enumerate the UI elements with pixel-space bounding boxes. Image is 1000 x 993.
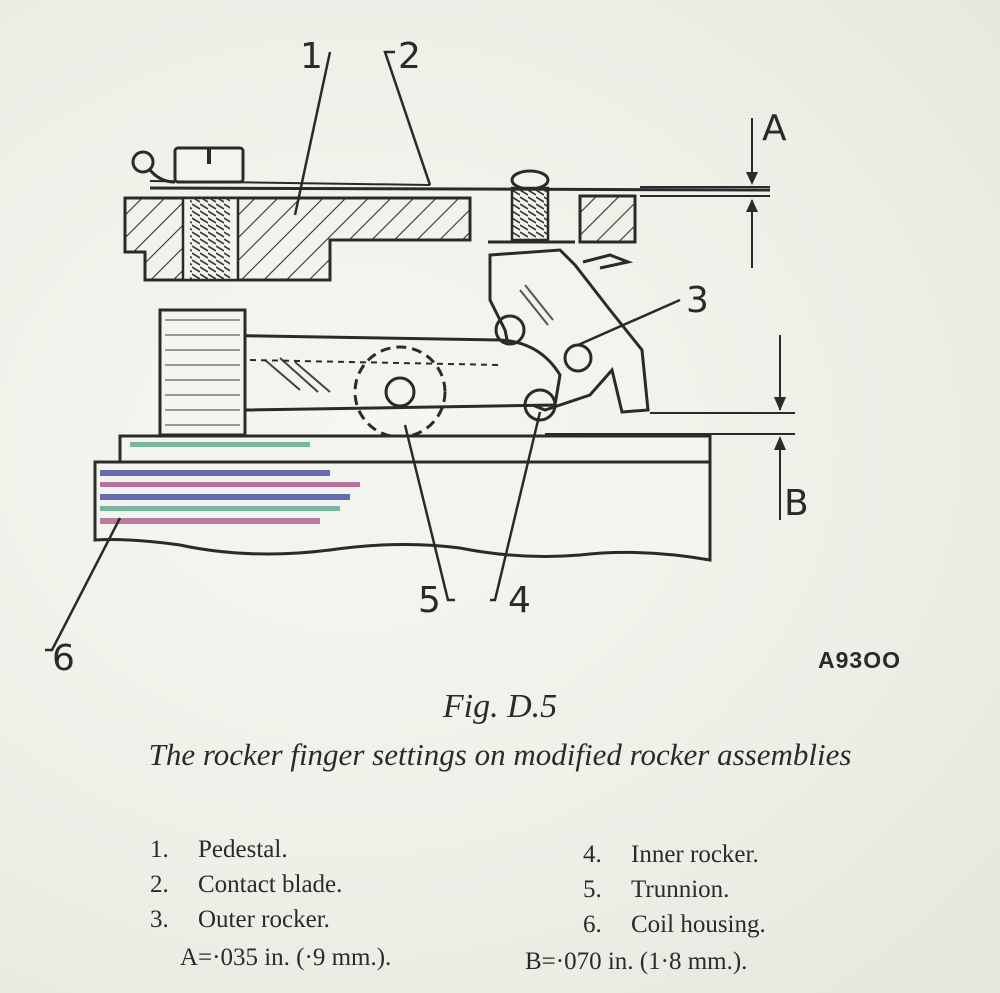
callout-3: 3 (686, 280, 709, 321)
legend-label: Outer rocker. (198, 906, 330, 933)
callout-dim-a: A (762, 108, 787, 149)
callout-4: 4 (508, 580, 531, 621)
legend-number: 4. (583, 841, 602, 868)
callout-2: 2 (398, 36, 421, 77)
legend-label: Trunnion. (631, 876, 730, 903)
dimension-a (640, 118, 770, 268)
legend-label: Inner rocker. (631, 841, 759, 868)
callout-6: 6 (52, 638, 75, 679)
pedestal (123, 146, 637, 282)
coil-housing (93, 434, 712, 562)
figure-reference: A93OO (818, 647, 901, 673)
figure-number: Fig. D.5 (442, 688, 558, 725)
legend-number: 2. (150, 871, 169, 898)
legend-number: 1. (150, 836, 169, 863)
legend-label: Contact blade. (198, 871, 343, 898)
legend-number: 5. (583, 876, 602, 903)
leader-lines (45, 50, 681, 652)
legend-number: 6. (583, 911, 602, 938)
legend-item-contact-blade: 2. Contact blade. (150, 871, 342, 899)
callout-dim-b: B (784, 483, 809, 524)
legend-item-coil-housing: 6. Coil housing. (583, 911, 766, 939)
legend-item-outer-rocker: 3. Outer rocker. (150, 906, 330, 934)
legend-item-inner-rocker: 4. Inner rocker. (583, 841, 759, 869)
dimension-a-value: A=·035 in. (·9 mm.). (180, 944, 392, 971)
legend-number: 3. (150, 906, 169, 933)
callout-5: 5 (418, 580, 441, 621)
legend-label: Pedestal. (198, 836, 288, 863)
legend-item-trunnion: 5. Trunnion. (583, 876, 729, 904)
dimension-b-value: B=·070 in. (1·8 mm.). (525, 948, 748, 975)
dimension-b (545, 335, 795, 520)
figure-caption: The rocker finger settings on modified r… (148, 737, 852, 772)
legend-label: Coil housing. (631, 911, 766, 938)
rocker-assembly-diagram: 1 2 3 4 5 6 A B A93OO (45, 36, 901, 679)
callout-1: 1 (300, 36, 323, 77)
core-stack (158, 308, 247, 437)
contact-blade (131, 150, 771, 244)
legend-item-pedestal: 1. Pedestal. (150, 836, 288, 864)
